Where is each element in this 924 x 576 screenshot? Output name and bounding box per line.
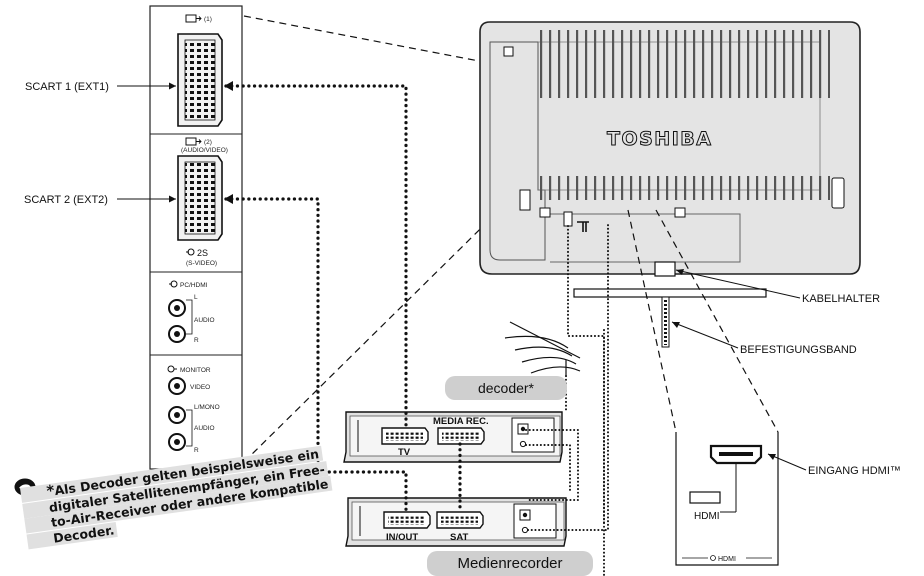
scart2-callout-label: SCART 2 (EXT2) [24, 194, 108, 206]
recorder-sat-scart[interactable] [436, 511, 484, 529]
recorder-sat-label: SAT [450, 532, 468, 543]
antenna [504, 321, 581, 376]
eingang-hdmi-callout: EINGANG HDMI™ [767, 453, 901, 477]
hdmi-detail: HDMI HDMI [675, 432, 779, 566]
antenna-cables [525, 221, 609, 576]
hdmi-bottom-label: HDMI [718, 556, 736, 563]
recorder-inout-label: IN/OUT [386, 532, 418, 543]
scart2-sub-label: (AUDIO/VIDEO) [181, 147, 228, 154]
decoder-pill: decoder* [445, 376, 567, 400]
scart1-callout: SCART 1 (EXT1) [25, 81, 176, 93]
tv-brand-logo: TOSHIBA [607, 128, 712, 150]
audio-r-label: R [194, 337, 199, 344]
audio-l-jack[interactable] [168, 299, 186, 317]
scart2-svideo-label: (S-VIDEO) [186, 260, 217, 267]
kabelhalter-callout: KABELHALTER [675, 269, 880, 305]
hdmi-projection-lines [627, 209, 779, 433]
scart1-callout-label: SCART 1 (EXT1) [25, 81, 109, 93]
eingang-hdmi-label: EINGANG HDMI™ [808, 465, 901, 477]
befestigungsband-callout: BEFESTIGUNGSBAND [671, 321, 857, 356]
monitor-r-jack[interactable] [168, 433, 186, 451]
monitor-video-jack[interactable] [168, 377, 186, 395]
tv-back: TOSHIBA [479, 21, 861, 348]
monitor-label: MONITOR [180, 367, 211, 374]
scart2-s-label: 2S [197, 248, 208, 258]
scart2-port[interactable]: (2) (AUDIO/VIDEO) 2S (S-VIDEO) [177, 137, 228, 267]
pchdmi-label: PC/HDMI [180, 282, 208, 289]
scart1-icon-label: (1) [204, 16, 212, 23]
audio-r-jack[interactable] [168, 325, 186, 343]
recorder-box: IN/OUT SAT [345, 497, 567, 547]
recorder-pill: Medienrecorder [427, 551, 593, 576]
audio-text-label: AUDIO [194, 317, 215, 324]
decoder-tv-scart[interactable] [381, 427, 429, 445]
decoder-box: MEDIA REC. TV [343, 411, 563, 463]
scart1-cable-arrow [224, 81, 233, 91]
monitor-audio-label: AUDIO [194, 425, 215, 432]
monitor-lmono-label: L/MONO [194, 404, 220, 411]
befestigungsband-label: BEFESTIGUNGSBAND [740, 344, 857, 356]
pc-hdmi-audio-section: PC/HDMI L AUDIO R [168, 280, 215, 344]
recorder-inout-scart[interactable] [383, 511, 431, 529]
scart2-icon-label: (2) [204, 139, 212, 146]
decoder-media-rec-scart[interactable] [437, 427, 485, 445]
kabelhalter-label: KABELHALTER [802, 293, 880, 305]
scart2-cable-arrow [224, 194, 233, 204]
decoder-media-rec-label: MEDIA REC. [433, 416, 489, 427]
decoder-tv-label: TV [398, 447, 411, 458]
side-connector-panel: (1) (2) (AUDIO/VIDEO) 2S (S-VIDEO) PC/HD… [149, 5, 243, 470]
monitor-video-label: VIDEO [190, 384, 210, 391]
monitor-r-label: R [194, 447, 199, 454]
hdmi-port-label: HDMI [694, 511, 720, 522]
monitor-section: MONITOR VIDEO L/MONO AUDIO R [167, 365, 220, 454]
panel-projection-lines [243, 15, 541, 463]
scart1-port[interactable]: (1) [177, 14, 223, 127]
scart2-callout: SCART 2 (EXT2) [24, 194, 176, 206]
audio-l-label: L [194, 294, 198, 301]
hdmi-port[interactable] [709, 444, 763, 465]
monitor-lmono-jack[interactable] [168, 406, 186, 424]
